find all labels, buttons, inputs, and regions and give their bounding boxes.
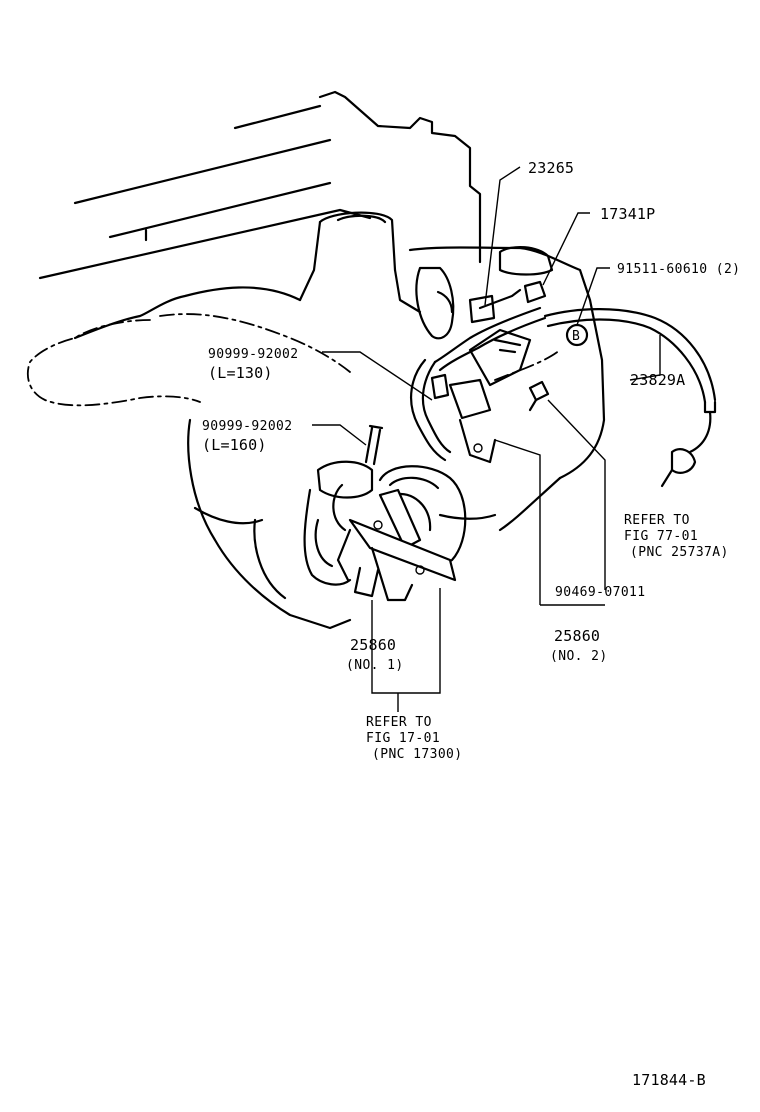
marker-b: B <box>565 323 589 347</box>
callout-23265: 23265 <box>528 159 574 177</box>
vacuum-hose-23829a <box>543 308 717 488</box>
ref77-line2: FIG 77-01 <box>624 529 698 544</box>
throttle-body <box>298 211 422 314</box>
ref77-line3: (PNC 25737A) <box>630 545 729 560</box>
ref17-line3: (PNC 17300) <box>372 747 463 762</box>
callout-hose-l160-length: (L=160) <box>202 436 267 454</box>
callout-91511: 91511-60610 (2) <box>617 262 740 277</box>
vsv-assembly-no1 <box>303 460 380 598</box>
callout-valve-no1-part: 25860 <box>350 636 396 654</box>
vsv-assembly-no2 <box>348 465 467 602</box>
callout-hose-l130-length: (L=130) <box>208 364 273 382</box>
callout-hose-l160-part: 90999-92002 <box>202 419 293 434</box>
bracket-vsv <box>430 328 532 464</box>
ref77-line1: REFER TO <box>624 513 690 528</box>
callout-hose-l130-part: 90999-92002 <box>208 347 299 362</box>
callout-valve-no2-number: (NO. 2) <box>550 649 608 664</box>
vacuum-hose-l160 <box>364 424 384 466</box>
callout-90469: 90469-07011 <box>555 585 646 600</box>
reference-fig-17: REFER TO FIG 17-01 (PNC 17300) <box>366 715 463 762</box>
marker-b-letter: B <box>572 329 580 344</box>
callout-valve-no1-number: (NO. 1) <box>346 658 404 673</box>
clip-90469 <box>528 380 550 412</box>
ref17-line1: REFER TO <box>366 715 432 730</box>
callout-23829a: 23829A <box>630 371 685 389</box>
phantom-outline <box>26 313 561 407</box>
figure-id: 171844-B <box>632 1071 706 1089</box>
ref17-line2: FIG 17-01 <box>366 731 440 746</box>
callout-17341p: 17341P <box>600 205 655 223</box>
leader-lines <box>312 166 661 712</box>
vacuum-switching-valve <box>415 246 554 340</box>
reference-fig-77: REFER TO FIG 77-01 (PNC 25737A) <box>624 513 729 560</box>
vacuum-hose-l130 <box>410 306 547 462</box>
callout-valve-no2-part: 25860 <box>554 627 600 645</box>
manifold-outline <box>73 246 606 630</box>
